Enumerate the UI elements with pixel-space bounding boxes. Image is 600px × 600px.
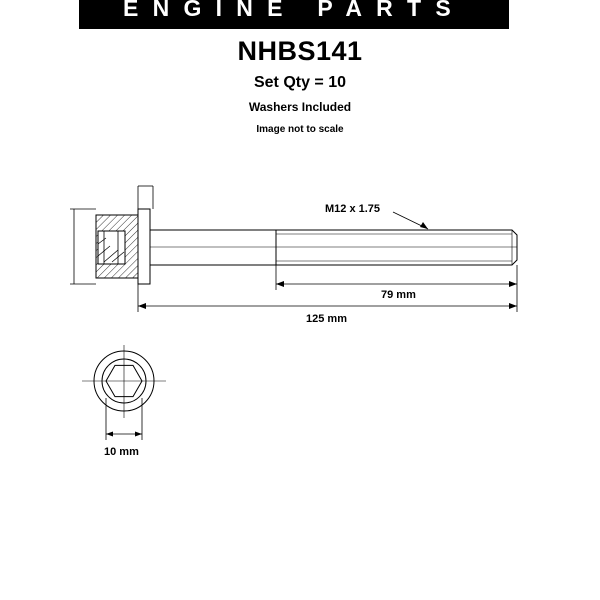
- socket-size-label: 10 mm: [104, 446, 139, 458]
- overall-length-label: 125 mm: [306, 313, 347, 325]
- head-height-dimension: [70, 208, 96, 285]
- scale-note: Image not to scale: [256, 124, 344, 135]
- head-outer-circle: [93, 350, 155, 412]
- washer-side-view: [137, 208, 151, 285]
- hex-socket-section: [97, 230, 126, 265]
- product-code: NHBS141: [237, 36, 363, 66]
- thread-spec-label: M12 x 1.75: [325, 203, 380, 215]
- thread-leader-arrow: [420, 222, 428, 229]
- bolt-shank: [150, 229, 276, 266]
- hex-socket-outline: [105, 364, 143, 398]
- thread-length-label: 79 mm: [381, 289, 416, 301]
- thread-length-dimension: [276, 281, 517, 287]
- brand-banner-text: ENGINE PARTS: [123, 0, 465, 21]
- washers-note: Washers Included: [248, 100, 352, 114]
- threaded-section: [275, 229, 518, 266]
- socket-size-dimension: [105, 398, 143, 440]
- bolt-head-side-view: [95, 214, 139, 279]
- bolt-head-end-view: [82, 345, 166, 418]
- head-top-bracket: [137, 185, 154, 209]
- brand-banner: ENGINE PARTS: [79, 0, 509, 29]
- overall-length-dimension: [138, 303, 517, 309]
- set-quantity: Set Qty = 10: [253, 74, 347, 91]
- head-inner-circle: [101, 358, 147, 404]
